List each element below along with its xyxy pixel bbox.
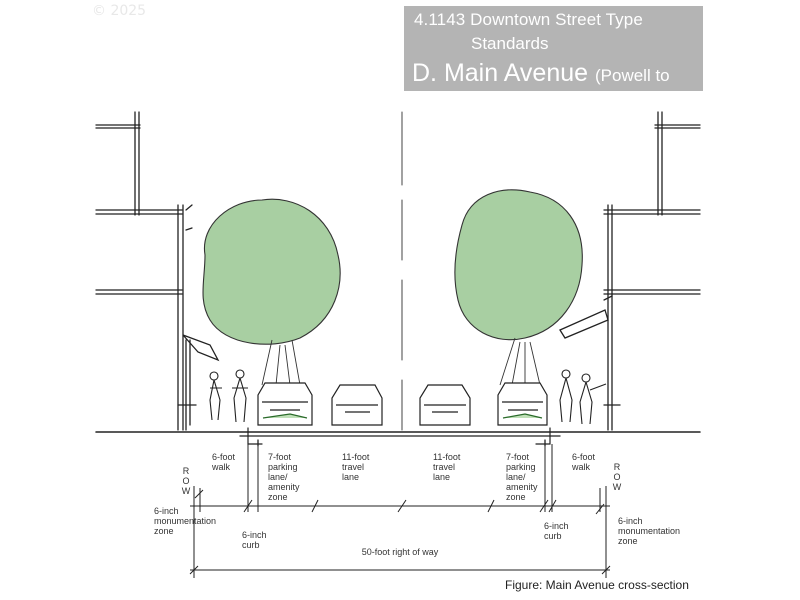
label-walk-left: 6-foot walk: [212, 452, 236, 472]
left-tree: [202, 198, 341, 386]
pedestrians: [209, 369, 607, 425]
parked-car-left: [257, 382, 313, 426]
dimension-lines: [189, 444, 611, 578]
label-walk-right: 6-foot walk: [572, 452, 596, 472]
title-section-subtitle: Standards: [471, 34, 549, 53]
label-parking-right: 7-foot parking lane/ amenity zone: [506, 452, 538, 502]
parked-car-right: [497, 382, 548, 426]
label-monumentation-right: 6-inch monumentation zone: [618, 516, 681, 546]
title-section-number: 4.1143 Downtown Street Type: [414, 10, 643, 29]
label-travel-right: 11-foot travel lane: [433, 452, 461, 482]
left-building: [95, 111, 220, 431]
label-monumentation-left: 6-inch monumentation zone: [154, 506, 217, 536]
right-tree: [454, 189, 583, 386]
title-box: 4.1143 Downtown Street Type Standards D.…: [404, 6, 703, 114]
copyright-mark: © 2025: [92, 3, 147, 19]
label-right-of-way: 50-foot right of way: [361, 547, 439, 557]
label-travel-left: 11-foot travel lane: [342, 452, 370, 482]
label-curb-right: 6-inch curb: [544, 521, 569, 541]
right-building: [559, 111, 701, 431]
title-main-text: D. Main Avenue: [412, 59, 589, 87]
figure-caption: Figure: Main Avenue cross-section: [505, 578, 689, 592]
vehicles: [257, 382, 548, 426]
title-extent: (Powell to 4th): [412, 66, 670, 114]
title-street-name: D. Main Avenue (Powell to 4th): [412, 59, 703, 117]
label-parking-left: 7-foot parking lane/ amenity zone: [268, 452, 300, 502]
label-curb-left: 6-inch curb: [242, 530, 267, 550]
